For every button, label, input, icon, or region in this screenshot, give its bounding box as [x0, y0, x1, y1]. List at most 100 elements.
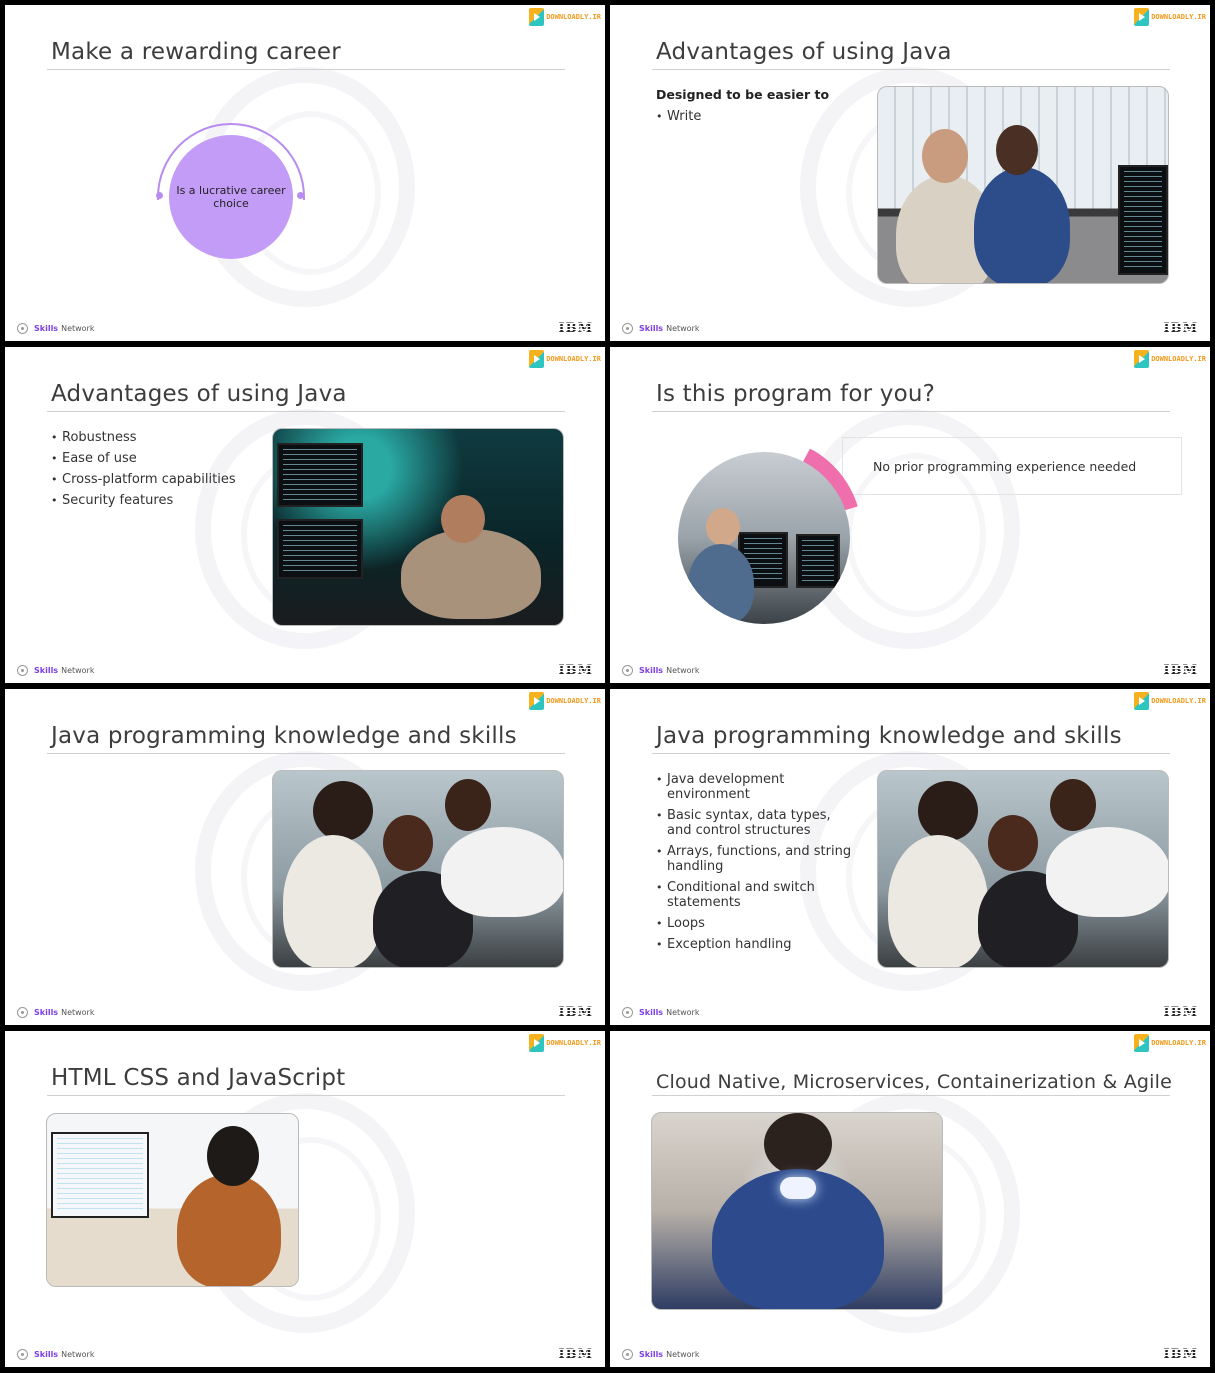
title-divider	[47, 753, 565, 754]
monitor	[796, 534, 840, 588]
ibm-logo: IBM	[558, 1005, 593, 1020]
list-item: Cross-platform capabilities	[51, 469, 236, 490]
list-item: Java development environment	[656, 772, 856, 802]
slide-title: Is this program for you?	[656, 381, 936, 407]
title-divider	[652, 1095, 1170, 1096]
downloadly-logo-icon	[529, 350, 545, 368]
slide-title: Java programming knowledge and skills	[656, 723, 1122, 749]
list-item: Robustness	[51, 427, 236, 448]
downloadly-text: DOWNLOADLY.IR	[546, 13, 601, 21]
skills-network-icon	[17, 1007, 28, 1018]
footer-network-text: Network	[61, 1350, 95, 1359]
slide-advantages-java-1[interactable]: DOWNLOADLY.IR Advantages of using Java D…	[610, 5, 1210, 341]
slide-program-for-you[interactable]: DOWNLOADLY.IR Is this program for you? N…	[610, 347, 1210, 683]
footer-network-text: Network	[666, 1350, 700, 1359]
list-item: Security features	[51, 490, 236, 511]
footer-network-text: Network	[666, 1008, 700, 1017]
monitor-bottom	[277, 519, 363, 579]
arc-dot-left	[156, 192, 163, 199]
downloadly-badge: DOWNLOADLY.IR	[529, 1034, 601, 1052]
monitor	[1118, 165, 1168, 275]
skills-network-icon	[622, 323, 633, 334]
developer-relaxing-photo	[272, 428, 564, 626]
title-divider	[47, 1095, 565, 1096]
slide-title: Make a rewarding career	[51, 39, 341, 65]
bullet-list: Java development environment Basic synta…	[656, 772, 856, 958]
title-divider	[47, 69, 565, 70]
skills-network-icon	[622, 665, 633, 676]
slide-make-rewarding-career[interactable]: DOWNLOADLY.IR Make a rewarding career Is…	[5, 5, 605, 341]
downloadly-logo-icon	[1134, 1034, 1150, 1052]
no-experience-box: No prior programming experience needed	[842, 437, 1182, 495]
slide-java-skills-2[interactable]: DOWNLOADLY.IR Java programming knowledge…	[610, 689, 1210, 1025]
footer-skills-text: Skills	[639, 666, 664, 675]
downloadly-badge: DOWNLOADLY.IR	[529, 350, 601, 368]
title-divider	[652, 753, 1170, 754]
cloud-tech-photo	[651, 1112, 943, 1310]
person-body	[1046, 827, 1168, 917]
person-head	[764, 1113, 832, 1175]
bullet-list: Write	[656, 106, 701, 127]
desktop-monitor	[51, 1132, 149, 1218]
skills-network-icon	[17, 1349, 28, 1360]
person-head	[445, 779, 491, 831]
skills-network-icon	[622, 1349, 633, 1360]
downloadly-text: DOWNLOADLY.IR	[1151, 355, 1206, 363]
slide-advantages-java-2[interactable]: DOWNLOADLY.IR Advantages of using Java R…	[5, 347, 605, 683]
footer-skills-text: Skills	[34, 666, 59, 675]
ibm-logo: IBM	[1163, 321, 1198, 336]
ibm-logo: IBM	[558, 1347, 593, 1362]
person-head	[383, 815, 433, 871]
person-head	[313, 781, 373, 841]
person-body	[283, 835, 383, 967]
title-divider	[652, 411, 1170, 412]
person-right	[974, 167, 1070, 283]
downloadly-logo-icon	[1134, 8, 1150, 26]
subhead-designed: Designed to be easier to	[656, 87, 830, 102]
list-item: Exception handling	[656, 937, 856, 952]
slide-title: Advantages of using Java	[656, 39, 952, 65]
slide-title: Java programming knowledge and skills	[51, 723, 517, 749]
office-photo	[877, 86, 1169, 284]
ibm-logo: IBM	[558, 321, 593, 336]
slide-cloud-native[interactable]: DOWNLOADLY.IR Cloud Native, Microservice…	[610, 1031, 1210, 1367]
footer-skills-text: Skills	[639, 1008, 664, 1017]
slide-title: HTML CSS and JavaScript	[51, 1065, 346, 1091]
cloud-icon	[780, 1177, 816, 1199]
person-body	[401, 529, 541, 619]
slide-title: Cloud Native, Microservices, Containeriz…	[656, 1071, 1173, 1093]
list-item: Arrays, functions, and string handling	[656, 844, 856, 874]
title-divider	[652, 69, 1170, 70]
downloadly-logo-icon	[529, 692, 545, 710]
footer-network-text: Network	[666, 324, 700, 333]
footer-network-text: Network	[61, 1008, 95, 1017]
list-item: Write	[656, 106, 701, 127]
slide-html-css-js[interactable]: DOWNLOADLY.IR HTML CSS and JavaScript Sk…	[5, 1031, 605, 1367]
person-body	[888, 835, 988, 967]
head-left	[922, 129, 968, 183]
bullet-list: Robustness Ease of use Cross-platform ca…	[51, 427, 236, 511]
arc-dot-right	[297, 192, 304, 199]
slide-title: Advantages of using Java	[51, 381, 347, 407]
person-head	[988, 815, 1038, 871]
footer-skills-text: Skills	[34, 1008, 59, 1017]
list-item: Loops	[656, 916, 856, 931]
downloadly-text: DOWNLOADLY.IR	[546, 1039, 601, 1047]
skills-network-icon	[17, 323, 28, 334]
downloadly-text: DOWNLOADLY.IR	[1151, 697, 1206, 705]
developers-round-photo	[678, 452, 850, 624]
monitor-top	[277, 443, 363, 507]
downloadly-logo-icon	[529, 1034, 545, 1052]
slide-java-skills-1[interactable]: DOWNLOADLY.IR Java programming knowledge…	[5, 689, 605, 1025]
person-head	[1050, 779, 1096, 831]
downloadly-badge: DOWNLOADLY.IR	[1134, 8, 1206, 26]
list-item: Ease of use	[51, 448, 236, 469]
